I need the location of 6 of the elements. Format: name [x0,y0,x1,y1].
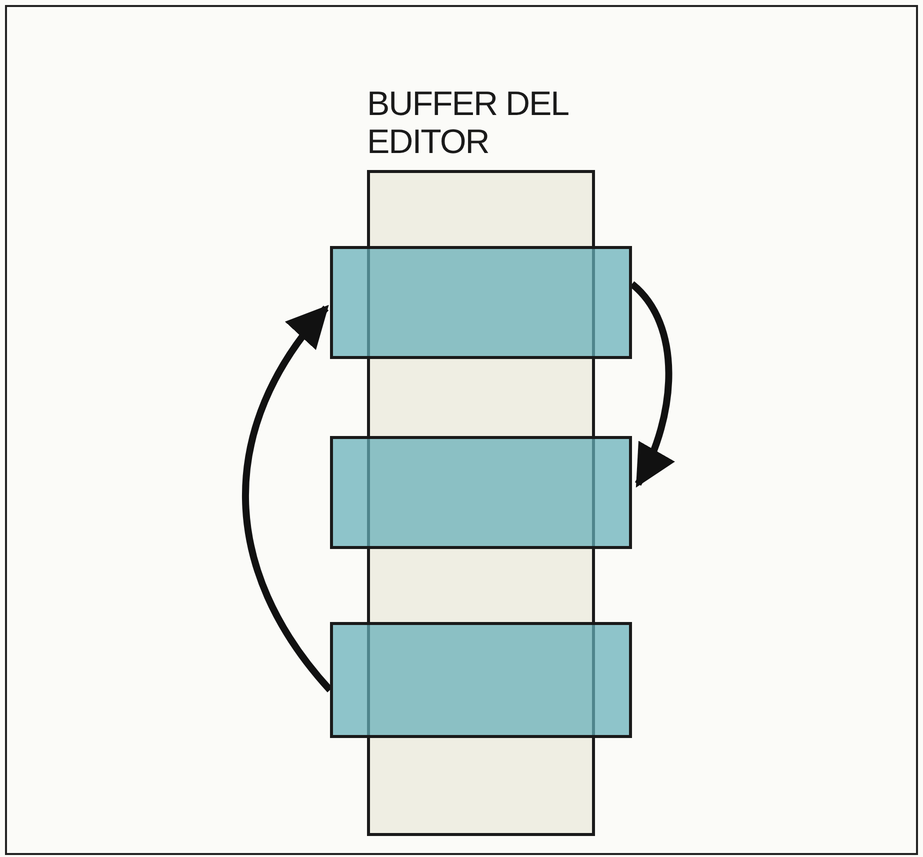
curved-arrow [630,281,674,488]
curved-arrow [242,304,333,692]
text-block-box [330,246,632,359]
text-block-box [330,436,632,549]
text-block-box [330,622,632,738]
buffer-title: BUFFER DEL EDITOR [367,85,569,161]
